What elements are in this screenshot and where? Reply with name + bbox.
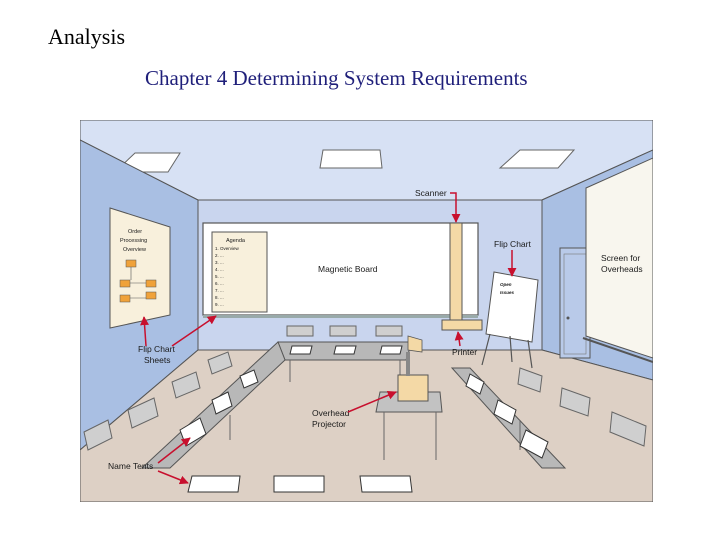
slide-label: Analysis xyxy=(48,24,125,49)
flip-chart-easel: Open Issues xyxy=(481,271,539,369)
chair xyxy=(559,387,591,417)
flip-chart-label: Flip Chart xyxy=(494,239,531,249)
flip-chart-sheets-arrow-1 xyxy=(140,316,150,347)
agenda-item: 5. ... xyxy=(215,274,224,279)
name-tents-label: Name Tents xyxy=(108,461,153,471)
agenda-item: 6. ... xyxy=(215,281,224,286)
chair xyxy=(609,411,647,447)
projection-screen xyxy=(585,157,653,359)
floor xyxy=(80,349,653,502)
agenda-item: 2. ... xyxy=(215,253,224,258)
name-tent xyxy=(359,475,413,493)
name-tent xyxy=(239,369,259,389)
screen-label-line2: Overheads xyxy=(601,264,643,274)
overhead-label-line2: Projector xyxy=(312,419,346,429)
slide-title: Chapter 4 Determining System Requirement… xyxy=(145,66,528,90)
name-tent xyxy=(519,429,549,459)
ceiling-light xyxy=(498,149,576,169)
name-tent xyxy=(465,373,485,395)
name-tent xyxy=(333,345,357,355)
name-tents-arrow-2 xyxy=(157,470,189,485)
name-tents-arrow-1 xyxy=(157,437,191,464)
agenda-item: 1. Overview xyxy=(215,246,240,251)
chair xyxy=(207,351,233,375)
scanner-label: Scanner xyxy=(415,188,447,198)
agenda-item: 9. ... xyxy=(215,302,224,307)
chair xyxy=(127,397,159,429)
flip-chart-sheets-label-line1: Flip Chart xyxy=(138,344,175,354)
printer xyxy=(441,319,483,331)
name-tent xyxy=(289,345,313,355)
name-tent xyxy=(493,399,517,425)
agenda-item: 8. ... xyxy=(215,295,224,300)
name-tent xyxy=(273,475,325,493)
flip-chart-sheets-arrow-2 xyxy=(171,315,217,347)
ceiling-light xyxy=(319,149,383,169)
chair xyxy=(329,325,357,337)
chair xyxy=(517,367,543,393)
screen-label-line1: Screen for xyxy=(601,253,640,263)
poster-line1: Order xyxy=(128,229,142,235)
chair xyxy=(375,325,403,337)
chair xyxy=(171,371,201,399)
chair xyxy=(83,419,113,451)
name-tent xyxy=(211,391,233,415)
open-issues-line1: Open xyxy=(500,282,512,287)
flip-chart-sheets-label-line2: Sheets xyxy=(144,355,170,365)
magnetic-board-label: Magnetic Board xyxy=(318,264,378,274)
overhead-label-line1: Overhead xyxy=(312,408,350,418)
meeting-room-diagram: Order Processing Overview Magnetic Board… xyxy=(80,120,653,502)
scanner xyxy=(449,222,463,322)
order-processing-poster: Order Processing Overview xyxy=(109,207,171,329)
poster-line3: Overview xyxy=(123,247,146,253)
agenda-item: 7. ... xyxy=(215,288,224,293)
printer-arrow xyxy=(454,331,464,347)
chair xyxy=(286,325,314,337)
overhead-projector xyxy=(397,374,429,402)
agenda-item: 3. ... xyxy=(215,260,224,265)
agenda-item: 4. ... xyxy=(215,267,224,272)
agenda-title: Agenda xyxy=(226,238,246,244)
poster-line2: Processing xyxy=(120,238,147,244)
scanner-arrow xyxy=(450,192,461,223)
open-issues-line2: Issues xyxy=(500,290,515,295)
name-tent xyxy=(187,475,241,493)
name-tent xyxy=(379,345,403,355)
agenda-sheet: Agenda 1. Overview 2. ... 3. ... 4. ... … xyxy=(211,231,268,313)
printer-label: Printer xyxy=(452,347,477,357)
overhead-arrow xyxy=(347,390,397,413)
